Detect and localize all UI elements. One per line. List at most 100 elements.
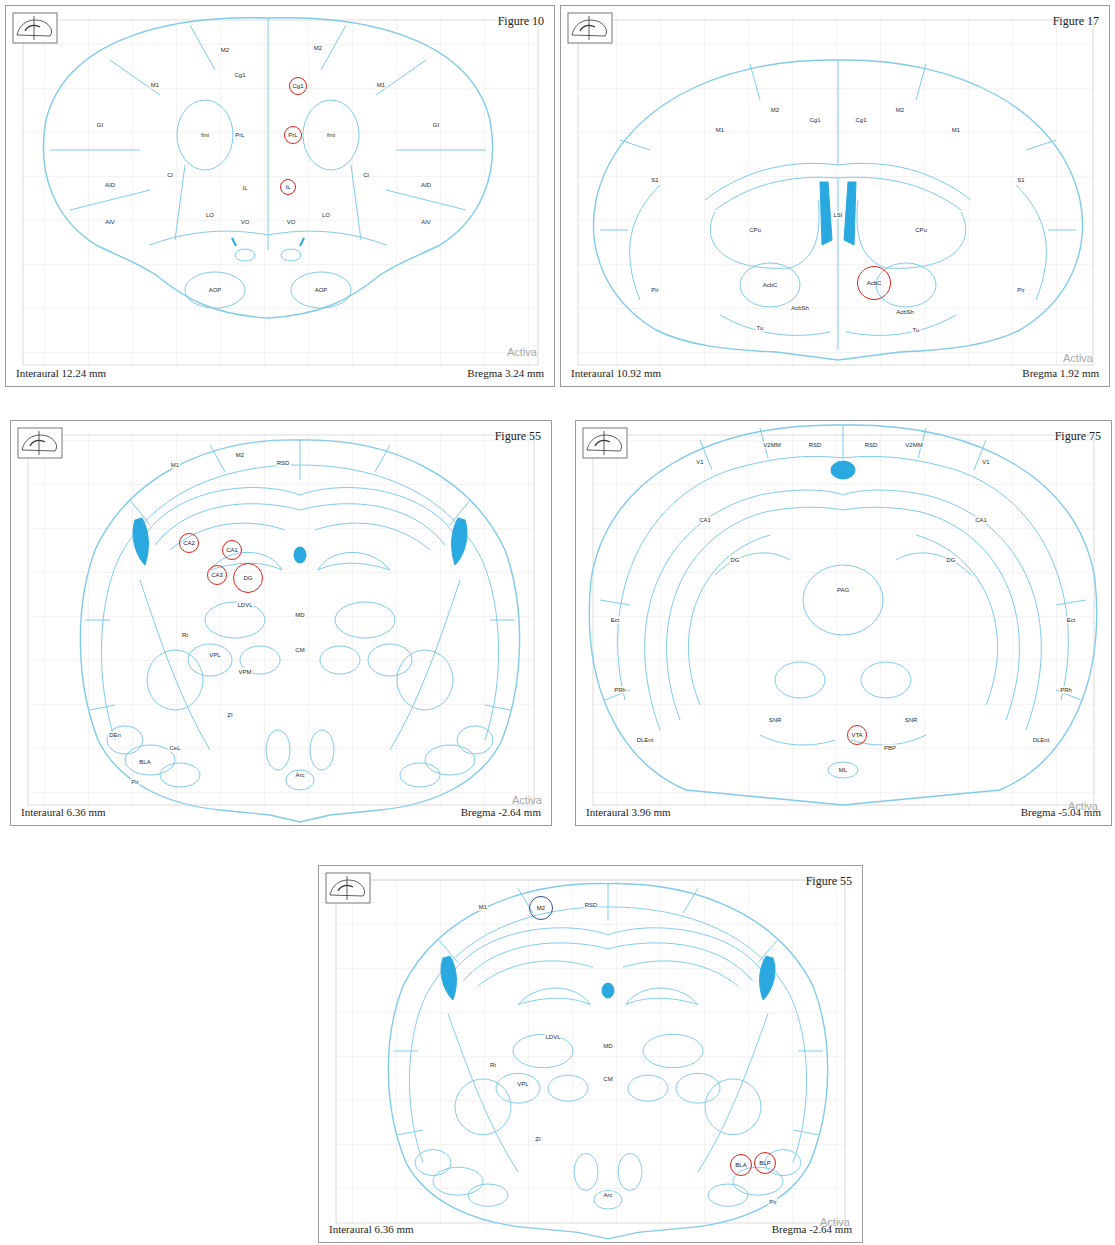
region-label: fmi: [326, 132, 336, 139]
region-label: MD: [602, 1043, 613, 1050]
region-label: M2: [895, 107, 905, 114]
region-label: Cl: [166, 172, 174, 179]
region-label: M1: [715, 127, 725, 134]
figure-number: Figure 10: [498, 14, 544, 29]
watermark: Activa: [512, 794, 542, 806]
atlas-panel: Figure 10 Interaural 12.24 mm Bregma 3.24 …: [5, 5, 555, 387]
bregma-coordinate: Bregma 1.92 mm: [1022, 367, 1099, 379]
bregma-coordinate: Bregma 3.24 mm: [467, 367, 544, 379]
region-circle: PrL: [284, 126, 302, 144]
region-label: GI: [432, 122, 440, 129]
region-label: SNR: [904, 717, 919, 724]
atlas-panel: Figure 17Interaural 10.92 mmBregma 1.92 …: [560, 5, 1110, 387]
region-label: Cl: [362, 172, 370, 179]
region-label: IL: [241, 185, 248, 192]
region-name: CA2: [183, 540, 195, 546]
figure-number: Figure 75: [1055, 429, 1101, 444]
region-name: BLP: [759, 1160, 770, 1166]
region-label: ZI: [534, 1136, 541, 1143]
region-label: M2: [313, 45, 323, 52]
region-label: SNR: [768, 717, 783, 724]
region-label: VPL: [208, 652, 221, 659]
region-label: CeL: [168, 745, 181, 752]
region-name: CA3: [211, 572, 223, 578]
region-label: M2: [220, 47, 230, 54]
region-circle: M2: [529, 896, 553, 920]
region-label: VPL: [516, 1081, 529, 1088]
region-label: BLA: [138, 759, 151, 766]
atlas-panel: Figure 55 Interaural 6.36 mm Bregma -2.64 …: [10, 420, 552, 826]
region-label: AcbSh: [895, 309, 915, 316]
region-name: CA1: [226, 547, 238, 553]
region-label: fmi: [200, 132, 210, 139]
interaural-coordinate: Interaural 6.36 mm: [21, 806, 106, 818]
region-label: RSD: [276, 460, 291, 467]
region-label: RSD: [864, 442, 879, 449]
region-circle: CA3: [207, 565, 227, 585]
region-label: DLEnt: [636, 737, 655, 744]
watermark: Activa: [1063, 352, 1093, 364]
region-label: LDVL: [544, 1034, 561, 1041]
region-label: ZI: [226, 712, 233, 719]
region-label: M1: [170, 462, 180, 469]
region-circle: BLA: [730, 1154, 752, 1176]
region-name: IL: [285, 184, 290, 190]
region-label: M1: [376, 82, 386, 89]
region-name: M2: [537, 905, 545, 911]
region-circle: CA1: [222, 540, 242, 560]
region-label: CA1: [698, 517, 712, 524]
region-label: GI: [96, 122, 104, 129]
region-label: PBP: [883, 745, 897, 752]
region-label: Tu: [912, 327, 921, 334]
region-label: V1: [695, 459, 704, 466]
region-circle: VTA: [847, 725, 867, 745]
region-label: DG: [730, 557, 741, 564]
region-label: VO: [286, 219, 297, 226]
region-label: Rt: [181, 632, 189, 639]
region-label: LO: [321, 212, 331, 219]
watermark: Activa: [507, 346, 537, 358]
figure-number: Figure 17: [1053, 14, 1099, 29]
region-label: S1: [1016, 177, 1025, 184]
region-circle: IL: [280, 179, 296, 195]
figure-number: Figure 55: [495, 429, 541, 444]
region-name: DG: [244, 575, 253, 581]
region-label: AIV: [420, 219, 432, 226]
region-label: CPu: [748, 227, 762, 234]
region-name: PrL: [288, 132, 297, 138]
region-label: M1: [951, 127, 961, 134]
region-label: Pir: [1016, 287, 1025, 294]
region-label: Pir: [768, 1199, 777, 1206]
region-label: LDVL: [236, 602, 253, 609]
region-label: AcbC: [762, 282, 779, 289]
region-label: V1: [981, 459, 990, 466]
region-label: VO: [240, 219, 251, 226]
region-label: Pir: [130, 779, 139, 786]
interaural-coordinate: Interaural 12.24 mm: [16, 367, 106, 379]
region-label: AOP: [314, 287, 329, 294]
interaural-coordinate: Interaural 6.36 mm: [329, 1223, 414, 1235]
region-label: M1: [150, 82, 160, 89]
region-label: Ect: [1066, 617, 1077, 624]
figure-number: Figure 55: [806, 874, 852, 889]
region-label: S1: [650, 177, 659, 184]
region-label: M2: [235, 452, 245, 459]
region-label: Ect: [610, 617, 621, 624]
region-label: AOP: [208, 287, 223, 294]
region-label: PRh: [613, 687, 627, 694]
region-label: V2MM: [904, 442, 923, 449]
region-circle: CA2: [179, 533, 199, 553]
region-label: DEn: [108, 732, 122, 739]
region-label: CM: [294, 647, 305, 654]
region-label: AID: [420, 182, 432, 189]
region-label: AcbSh: [790, 305, 810, 312]
region-label: Tu: [756, 325, 765, 332]
region-label: Cg1: [854, 117, 867, 124]
bregma-coordinate: Bregma -2.64 mm: [461, 806, 541, 818]
region-name: AcbC: [867, 280, 882, 286]
region-label: M2: [770, 107, 780, 114]
region-label: MD: [294, 612, 305, 619]
region-name: BLA: [735, 1162, 746, 1168]
